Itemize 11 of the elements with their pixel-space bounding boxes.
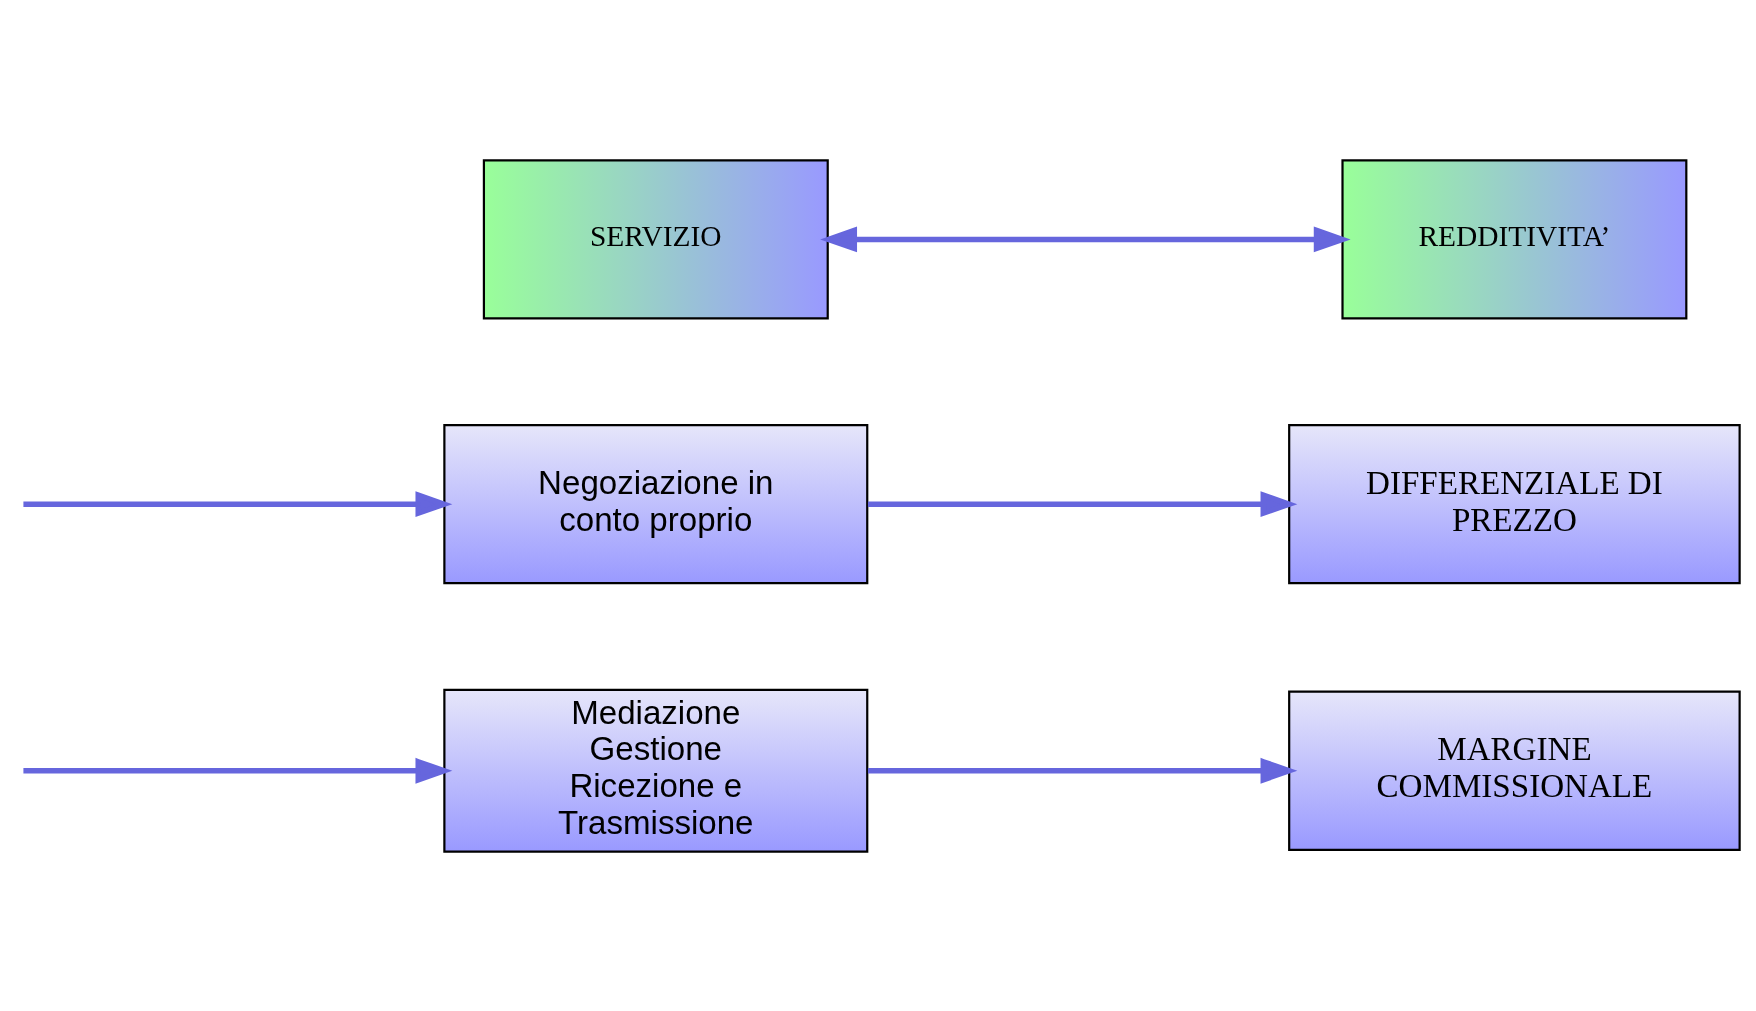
node-box: Negoziazione in conto proprio <box>443 423 869 584</box>
arrow <box>867 757 1298 784</box>
node-box: REDDITIVITA’ <box>1341 158 1688 320</box>
arrow <box>867 490 1298 517</box>
node-box: DIFFERENZIALE DI PREZZO <box>1288 423 1741 584</box>
arrow <box>23 490 453 517</box>
arrow <box>820 226 1351 252</box>
arrow <box>23 757 453 784</box>
node-box: SERVIZIO <box>482 158 829 320</box>
node-box: MARGINE COMMISSIONALE <box>1288 690 1741 851</box>
node-box: Mediazione Gestione Ricezione e Trasmissione <box>443 688 869 853</box>
